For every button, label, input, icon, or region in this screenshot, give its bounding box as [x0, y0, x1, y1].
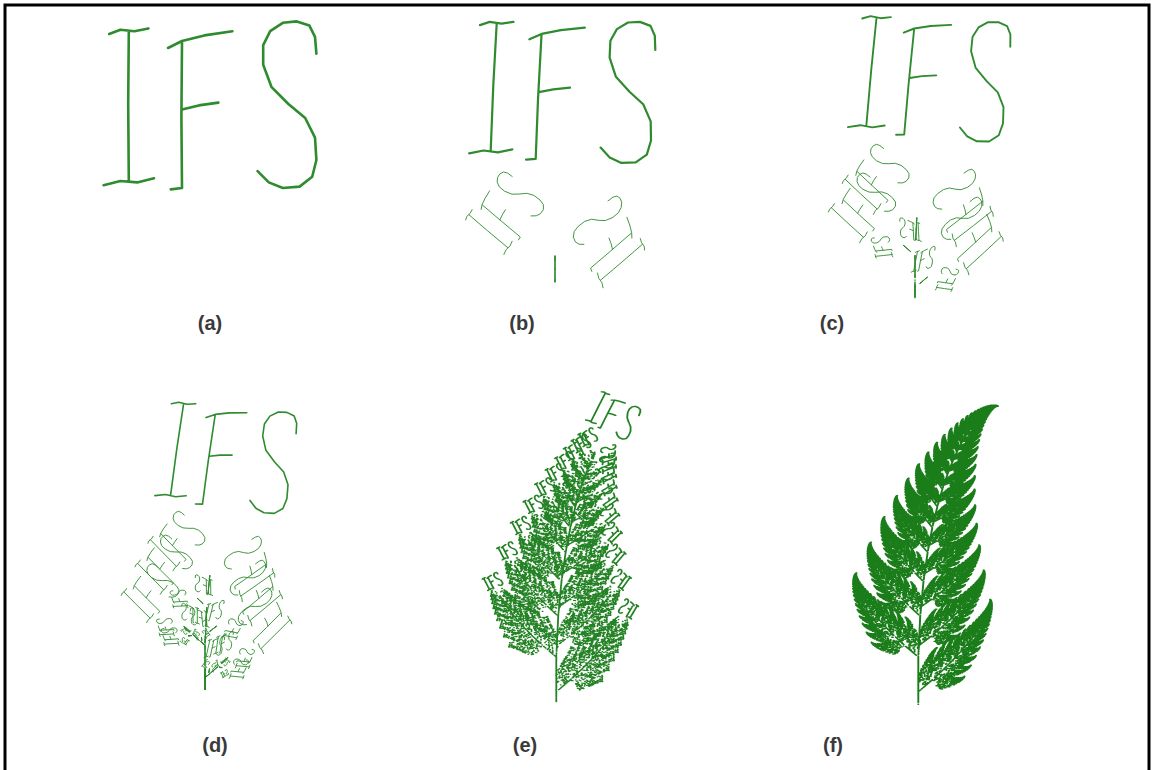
ifs-copy	[842, 144, 909, 214]
ifs-copy	[915, 283, 916, 298]
ifs-copy	[466, 172, 544, 254]
ifs-copy	[214, 631, 234, 654]
ifs-copy	[829, 173, 896, 243]
ifs-copy	[202, 629, 210, 639]
ifs-copy	[208, 669, 210, 673]
ifs-copy	[235, 649, 254, 669]
barnsley-fern	[853, 405, 999, 704]
ifs-copy	[933, 169, 993, 246]
ifs-copy	[206, 674, 210, 678]
ifs-copy	[205, 687, 206, 689]
ifs-copy	[205, 681, 206, 685]
ifs-copy	[941, 197, 1003, 275]
ifs-copy	[573, 196, 644, 288]
ifs-copy	[193, 629, 200, 640]
ifs-copy	[204, 637, 225, 658]
ifs-copy	[210, 626, 217, 631]
ifs-copy	[208, 575, 210, 594]
fern-in-progress	[482, 392, 640, 702]
ifs-copy	[900, 218, 922, 242]
ifs-copy	[205, 669, 206, 681]
panel-label: (d)	[202, 734, 228, 757]
ifs-copy	[224, 536, 274, 601]
ifs-copy	[555, 255, 556, 282]
ifs-copy	[205, 670, 206, 681]
panel-label: (a)	[198, 312, 222, 335]
ifs-copy	[205, 631, 207, 643]
ifs-copy	[135, 535, 192, 594]
ifs-copy	[205, 677, 206, 681]
ifs-copy	[180, 638, 189, 645]
ifs-copy	[219, 667, 222, 668]
ifs-copy	[212, 660, 219, 672]
ifs-copy	[871, 237, 893, 258]
ifs-copy	[202, 659, 210, 670]
panel-label: (c)	[820, 312, 844, 335]
ifs-copy	[222, 657, 228, 663]
ifs-copy	[935, 268, 958, 292]
ifs-copy	[197, 598, 203, 603]
frame-border	[5, 5, 1149, 770]
ifs-copy	[920, 277, 928, 283]
ifs-copy	[230, 560, 282, 626]
ifs-copy	[189, 635, 192, 636]
ifs-copy	[181, 627, 191, 634]
ifs-copy	[201, 642, 205, 645]
ifs-copy	[916, 217, 917, 240]
ifs-copy	[911, 246, 935, 272]
ifs-copy	[161, 628, 179, 646]
ifs-copy	[201, 637, 202, 640]
ifs-copy	[195, 575, 213, 596]
ifs-copy	[848, 16, 1011, 141]
panel-label: (e)	[513, 734, 537, 757]
ifs-copy	[104, 21, 317, 189]
fern-figures	[104, 16, 1011, 704]
ifs-copy	[238, 588, 291, 654]
ifs-copy	[203, 600, 224, 621]
ifs-copy	[182, 603, 200, 624]
panel-label: (f)	[823, 734, 843, 757]
ifs-copy	[157, 619, 175, 637]
ifs-copy	[469, 22, 655, 163]
ifs-copy	[903, 245, 910, 251]
ifs-copy	[220, 670, 228, 678]
ifs-copy	[205, 677, 206, 681]
ifs-copy	[148, 511, 205, 571]
panel-label: (b)	[509, 312, 535, 335]
ifs-copy	[223, 619, 243, 640]
ifs-copy	[220, 658, 230, 666]
ifs-copy	[155, 402, 297, 513]
